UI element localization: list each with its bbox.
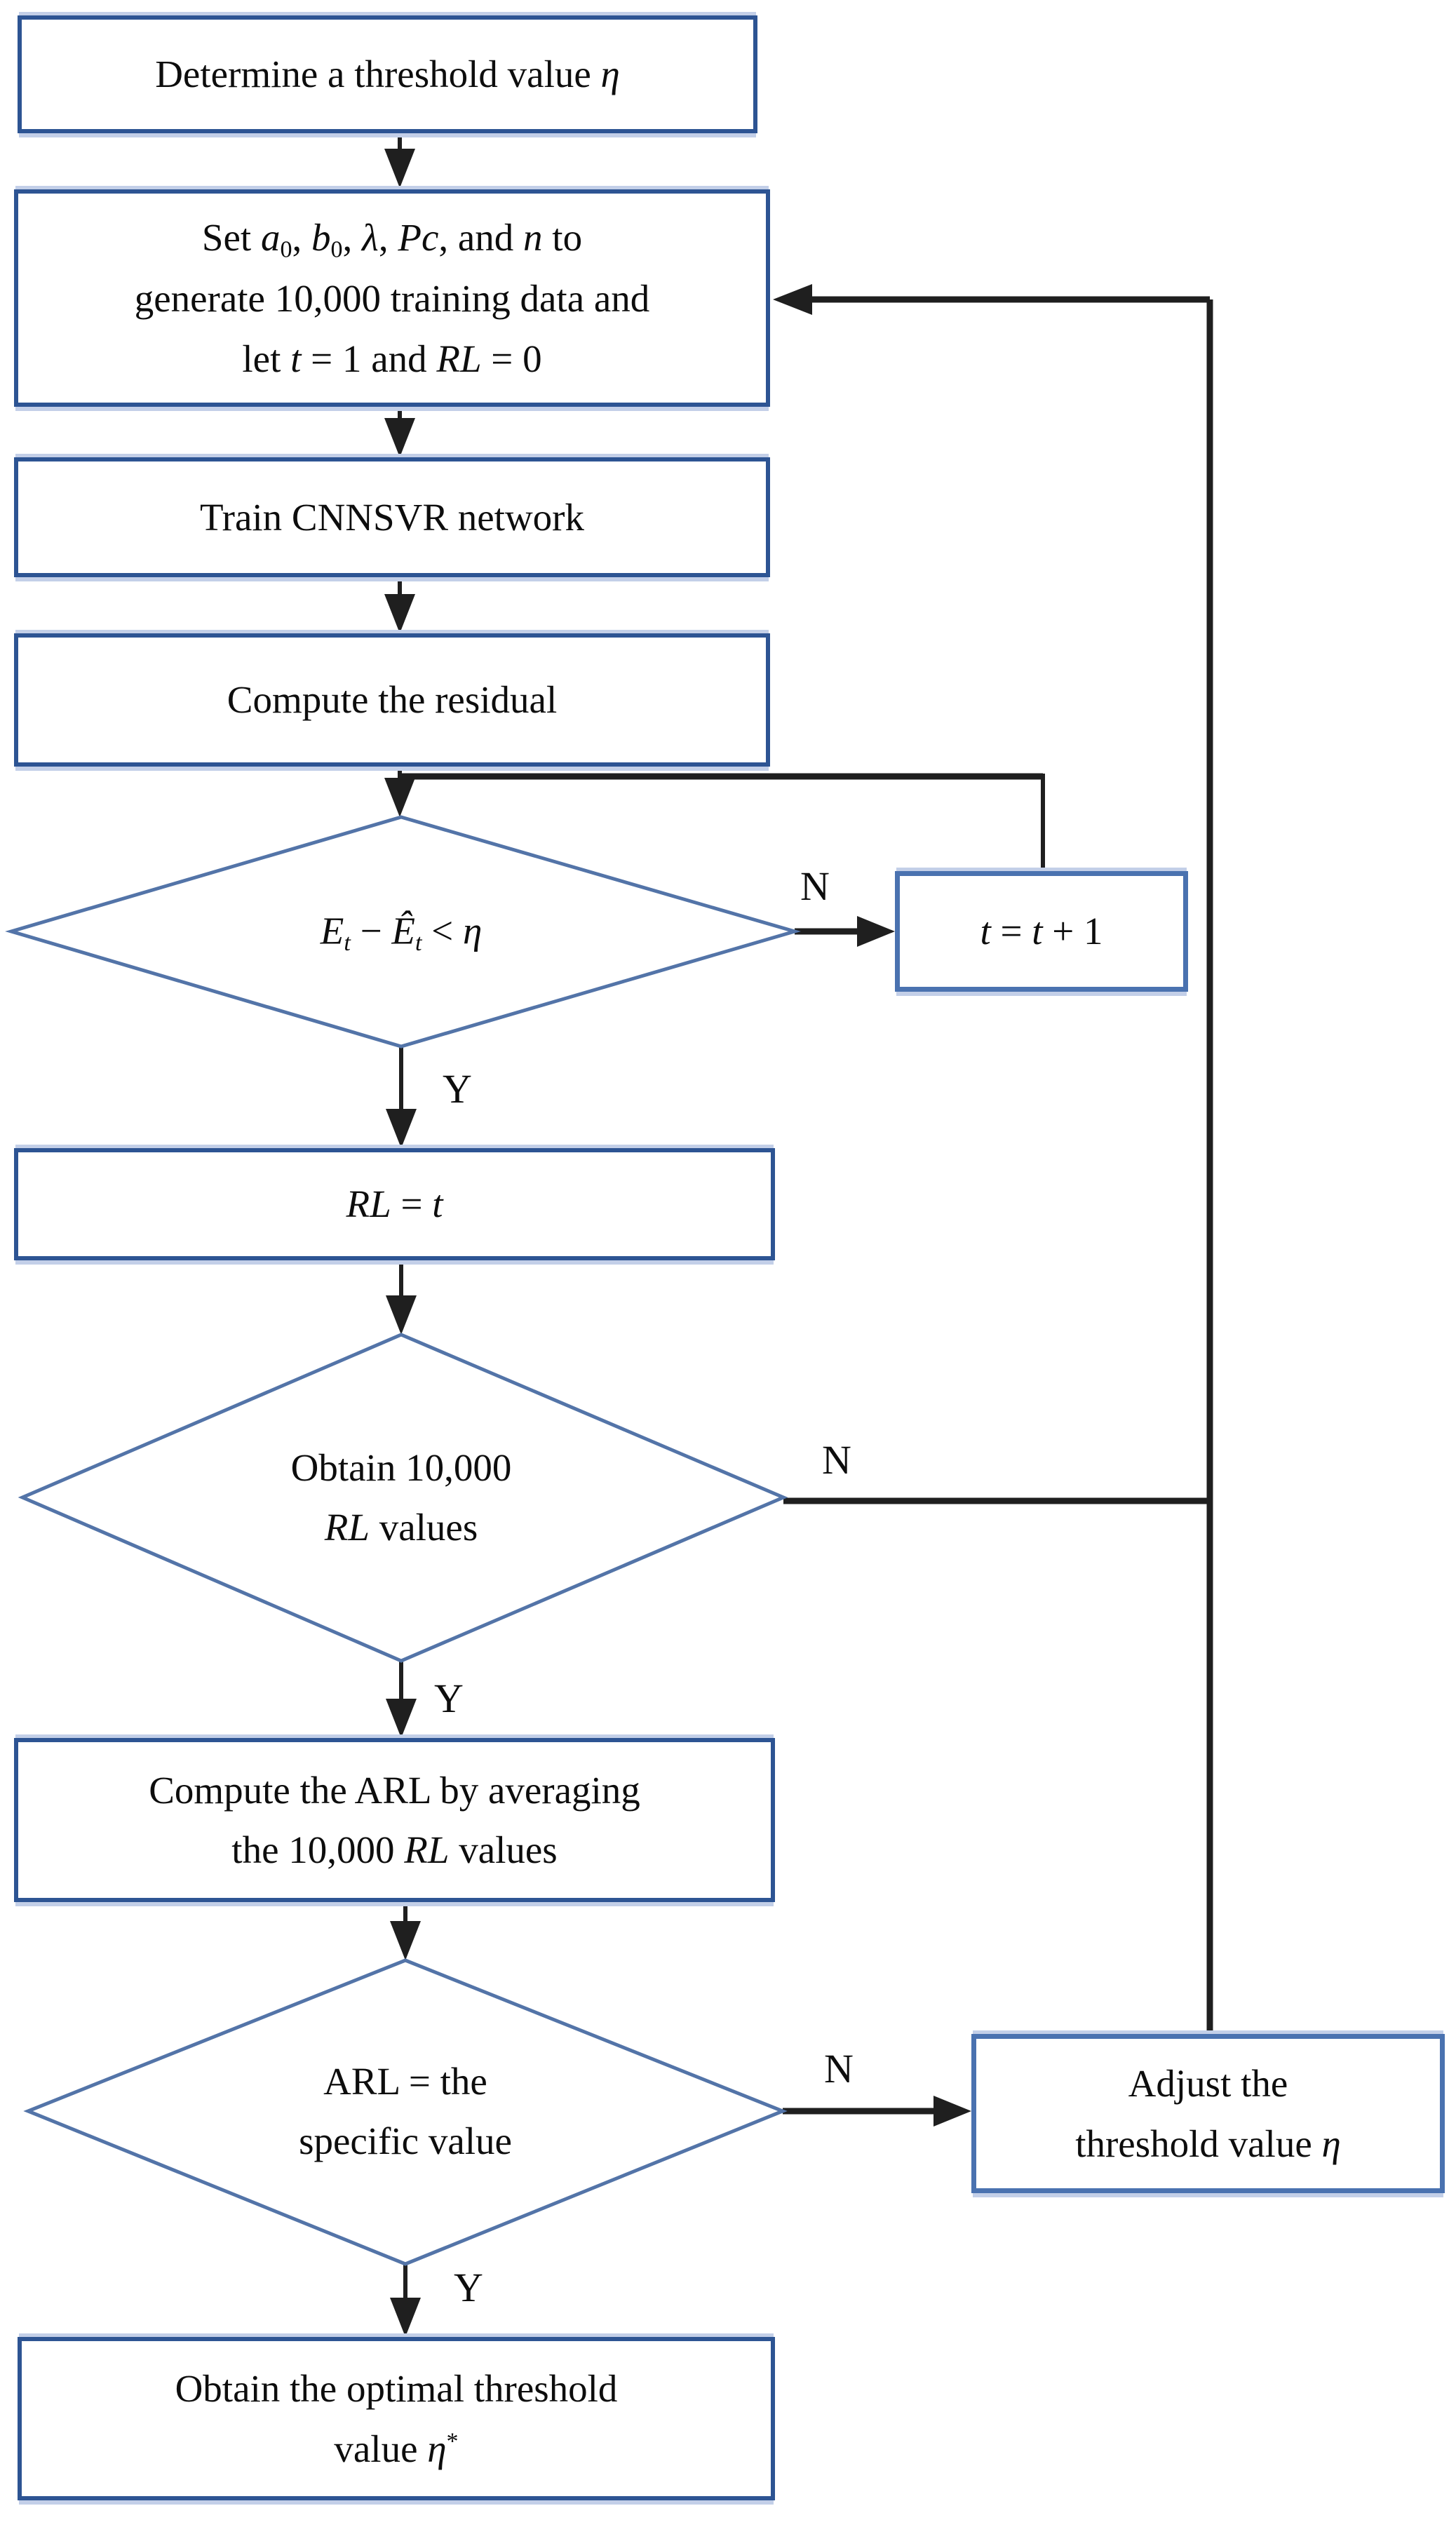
decision-residual-threshold-text: Et − Êt < η	[320, 909, 483, 956]
node-train-cnnsvr: Train CNNSVR network	[14, 457, 770, 577]
label-n-decision3: N	[824, 2046, 854, 2091]
arrowhead-to-rl	[386, 1109, 417, 1148]
arrowhead-set-to-train	[384, 418, 415, 457]
node-rl-equals-t: RL = t	[14, 1148, 775, 1260]
arrowhead-train-to-residual	[384, 594, 415, 633]
label-y-decision3: Y	[454, 2265, 483, 2310]
arrowhead-to-increment	[857, 916, 895, 947]
node-compute-residual: Compute the residual	[14, 633, 770, 767]
node-determine-threshold: Determine a threshold value η	[18, 15, 757, 133]
arrowhead-into-decision-residual	[384, 778, 415, 817]
arrowhead-to-decision3	[390, 1921, 421, 1960]
arrowhead-to-decision2	[386, 1295, 417, 1335]
arrowhead-determine-to-set	[384, 149, 415, 188]
arrowhead-feedback-into-set	[773, 284, 812, 315]
label-n-decision1: N	[800, 863, 830, 909]
decision-residual-threshold-shape	[5, 815, 801, 1049]
arrowhead-to-arl	[386, 1699, 417, 1738]
node-increment-t: t = t + 1	[895, 871, 1188, 992]
arrowhead-to-optimal	[390, 2298, 421, 2337]
decision-obtain-rl-shape	[18, 1333, 788, 1663]
decision-arl-specific-shape	[23, 1958, 788, 2266]
label-y-decision2: Y	[434, 1676, 464, 1721]
arrowhead-to-adjust	[933, 2096, 971, 2127]
label-y-decision1: Y	[443, 1066, 472, 1112]
label-n-decision2: N	[822, 1437, 851, 1483]
